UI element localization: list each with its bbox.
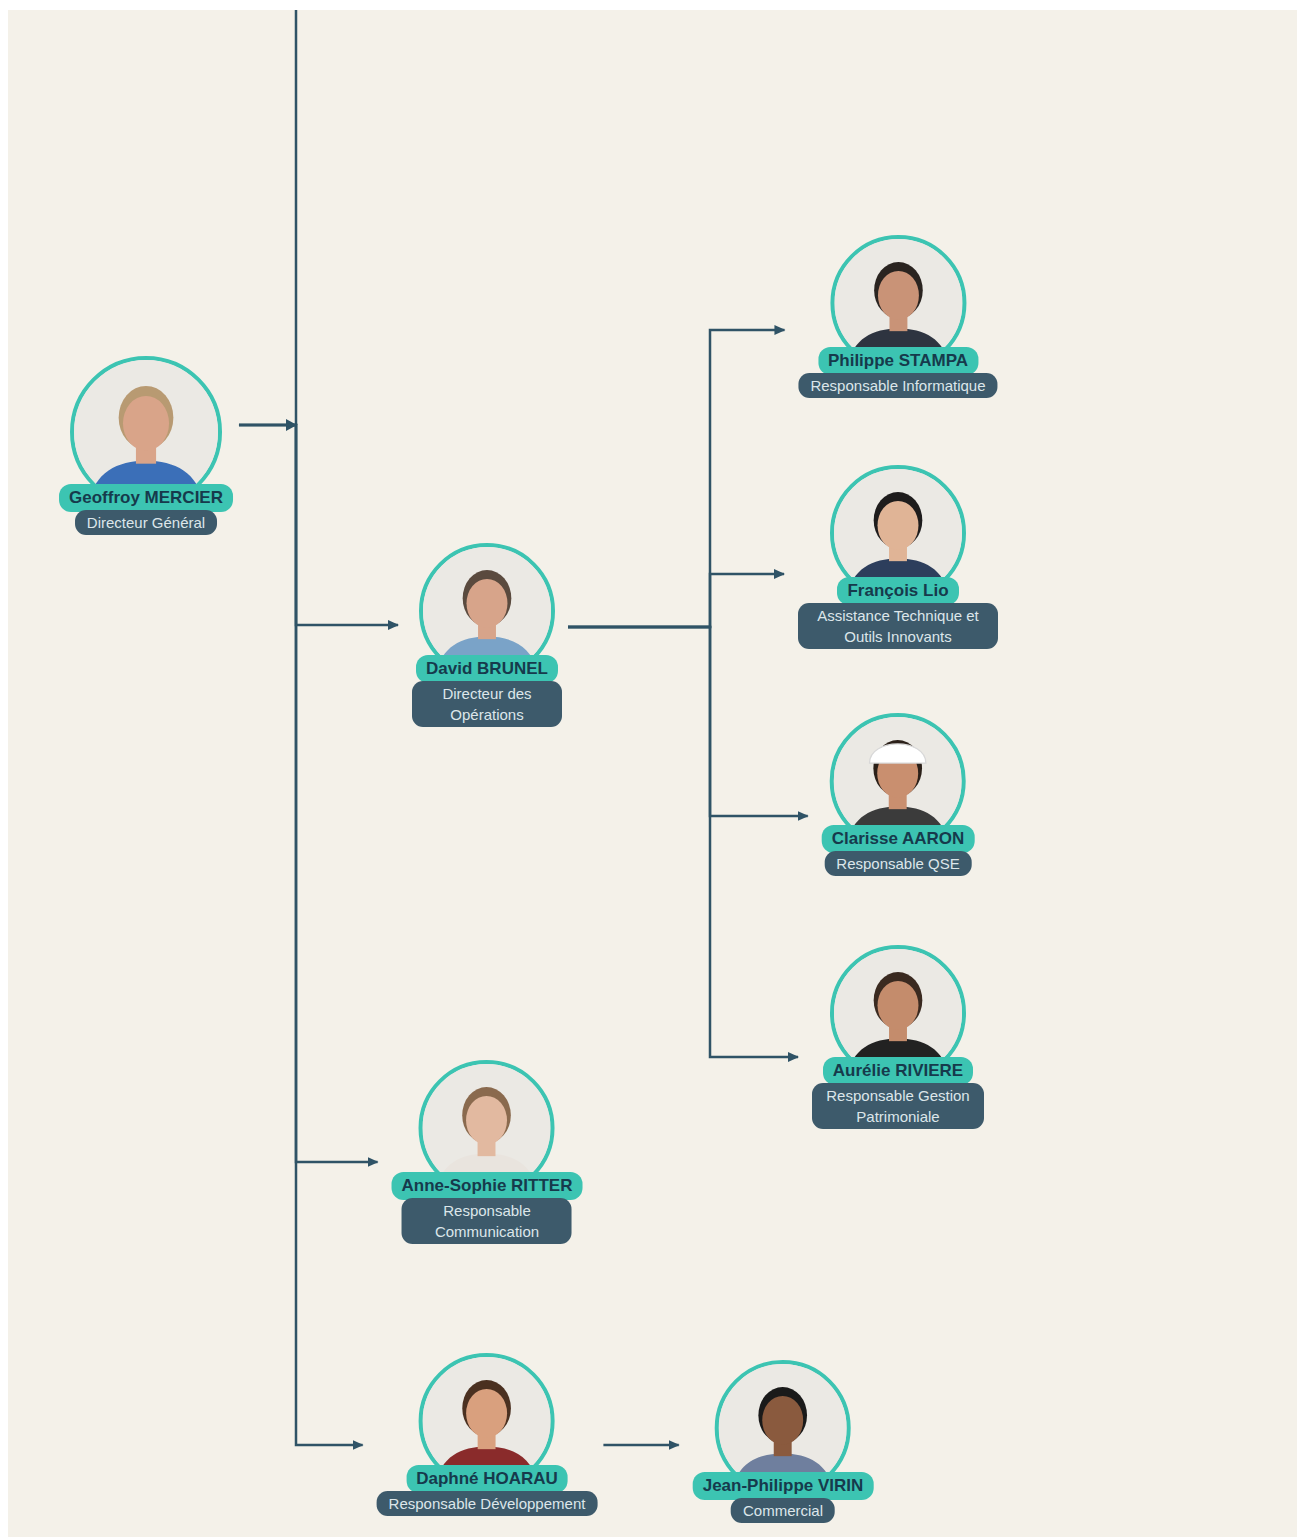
connector-arrow (568, 330, 784, 627)
person-card: François LioAssistance Technique et Outi… (798, 465, 998, 649)
person-card: David BRUNELDirecteur des Opérations (412, 543, 562, 727)
name-pill: Philippe STAMPA (818, 347, 978, 375)
person-card: Anne-Sophie RITTERResponsable Communicat… (392, 1060, 583, 1244)
connector-arrow (568, 627, 808, 816)
name-pill: Daphné HOARAU (406, 1465, 568, 1493)
title-pill: Responsable Développement (377, 1491, 598, 1516)
title-pill: Responsable Communication (402, 1198, 572, 1244)
person-card: Daphné HOARAUResponsable Développement (377, 1353, 598, 1516)
name-pill: François Lio (837, 577, 958, 605)
title-pill: Responsable Informatique (798, 373, 997, 398)
connector-arrow (239, 425, 363, 1445)
person-card: Jean-Philippe VIRINCommercial (693, 1360, 874, 1523)
name-pill: Geoffroy MERCIER (59, 484, 233, 512)
connector-arrow (568, 627, 798, 1057)
photo-face (467, 1389, 508, 1438)
person-card: Clarisse AARONResponsable QSE (822, 713, 975, 876)
photo-face (123, 396, 169, 451)
title-pill: Responsable Gestion Patrimoniale (812, 1083, 984, 1129)
photo-helmet (870, 744, 926, 763)
portrait-photo (74, 360, 218, 504)
connector-arrow (568, 574, 784, 627)
person-card: Philippe STAMPAResponsable Informatique (798, 235, 997, 398)
name-pill: David BRUNEL (416, 655, 558, 683)
name-pill: Aurélie RIVIERE (823, 1057, 973, 1085)
photo-face (467, 579, 508, 628)
title-pill: Directeur Général (75, 510, 217, 535)
photo-face (467, 1096, 508, 1145)
photo-face (878, 271, 919, 320)
name-pill: Jean-Philippe VIRIN (693, 1472, 874, 1500)
photo-face (763, 1396, 804, 1445)
photo-face (878, 501, 919, 550)
connector-arrow (239, 425, 398, 625)
photo-ground (74, 360, 218, 504)
person-card: Aurélie RIVIEREResponsable Gestion Patri… (812, 945, 984, 1129)
connector-arrow (603, 1444, 678, 1447)
title-pill: Directeur des Opérations (412, 681, 562, 727)
photo-face (878, 981, 919, 1030)
person-card: Geoffroy MERCIERDirecteur Général (59, 356, 233, 535)
title-pill: Assistance Technique et Outils Innovants (798, 603, 998, 649)
connector-arrow (239, 425, 378, 1162)
title-pill: Commercial (731, 1498, 835, 1523)
background-panel (8, 10, 1297, 1537)
name-pill: Anne-Sophie RITTER (392, 1172, 583, 1200)
trunk-line (295, 10, 298, 425)
title-pill: Responsable QSE (824, 851, 971, 876)
name-pill: Clarisse AARON (822, 825, 975, 853)
